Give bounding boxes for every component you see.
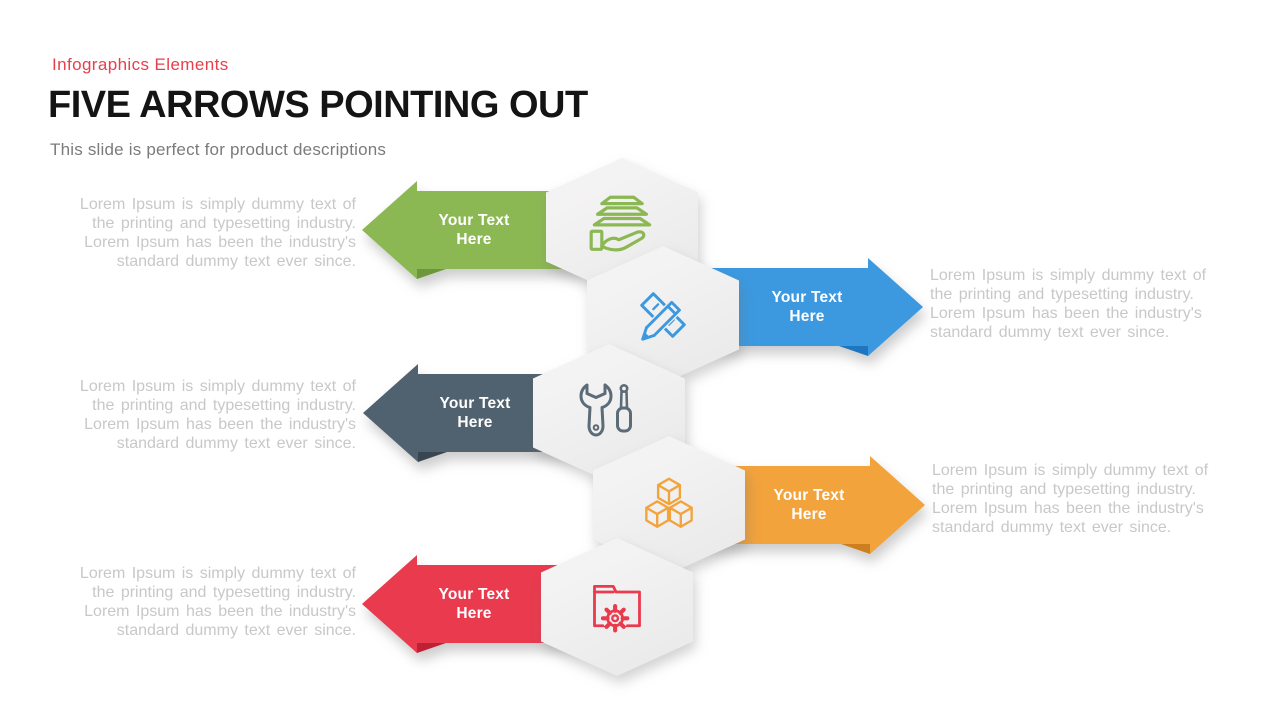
page-title: FIVE ARROWS POINTING OUT <box>48 84 588 126</box>
arrow-fold <box>839 346 868 356</box>
arrow-label-5: Your Text Here <box>438 586 510 622</box>
right-arrow-icon <box>683 258 923 356</box>
hexagon-step-5 <box>541 538 693 676</box>
page-subtitle: This slide is perfect for product descri… <box>50 140 387 159</box>
arrow-step-2: Your Text Here <box>683 258 923 368</box>
left-arrow-icon <box>362 181 602 279</box>
arrow-fold <box>417 643 446 653</box>
description-text-1: Lorem Ipsum is simply dummy text of the … <box>79 196 356 270</box>
description-text-5: Lorem Ipsum is simply dummy text of the … <box>79 565 356 639</box>
arrow-label-1: Your Text Here <box>438 212 510 248</box>
arrow-body <box>683 258 923 356</box>
tools-icon <box>577 381 641 445</box>
eyebrow-label: Infographics Elements <box>52 55 229 74</box>
arrow-label-3: Your Text Here <box>439 395 511 431</box>
description-text-3: Lorem Ipsum is simply dummy text of the … <box>79 378 356 452</box>
arrow-fold <box>417 269 446 279</box>
arrow-body <box>685 456 925 554</box>
arrow-label-4: Your Text Here <box>773 487 845 523</box>
hand-layers-icon <box>588 193 656 261</box>
arrow-fold <box>418 452 447 462</box>
description-text-4: Lorem Ipsum is simply dummy text of the … <box>932 462 1209 536</box>
hexagon-face <box>541 538 693 676</box>
arrow-step-1: Your Text Here <box>362 181 602 291</box>
description-text-2: Lorem Ipsum is simply dummy text of the … <box>930 267 1207 341</box>
arrow-step-4: Your Text Here <box>685 456 925 566</box>
arrow-label-2: Your Text Here <box>771 289 843 325</box>
arrow-body <box>362 181 602 279</box>
arrow-fold <box>841 544 870 554</box>
right-arrow-icon <box>685 456 925 554</box>
pencil-ruler-icon <box>632 284 694 346</box>
cubes-icon <box>640 476 698 534</box>
folder-gear-icon <box>587 577 647 637</box>
